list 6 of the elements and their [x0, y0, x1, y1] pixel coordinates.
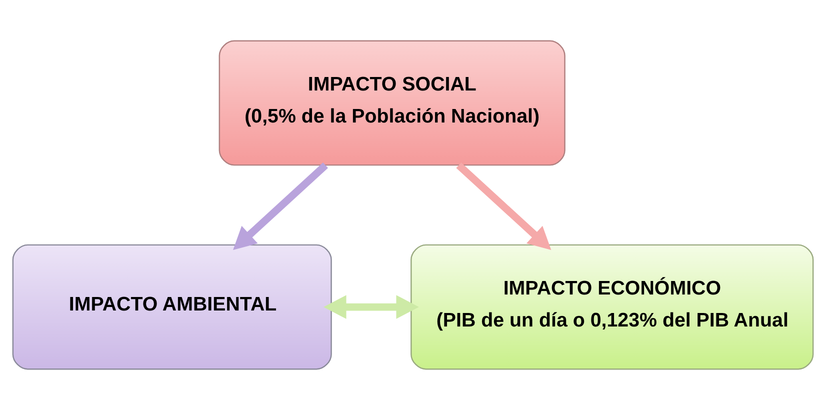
- node-box: IMPACTO ECONÓMICO (PIB de un día o 0,123% del PIB Anual: [410, 244, 814, 370]
- arrow: [456, 162, 552, 250]
- node-box: IMPACTO AMBIENTAL: [12, 244, 332, 370]
- arrow: [233, 162, 328, 250]
- arrow: [324, 295, 419, 319]
- node-box: IMPACTO SOCIAL (0,5% de la Población Nacional): [218, 40, 566, 166]
